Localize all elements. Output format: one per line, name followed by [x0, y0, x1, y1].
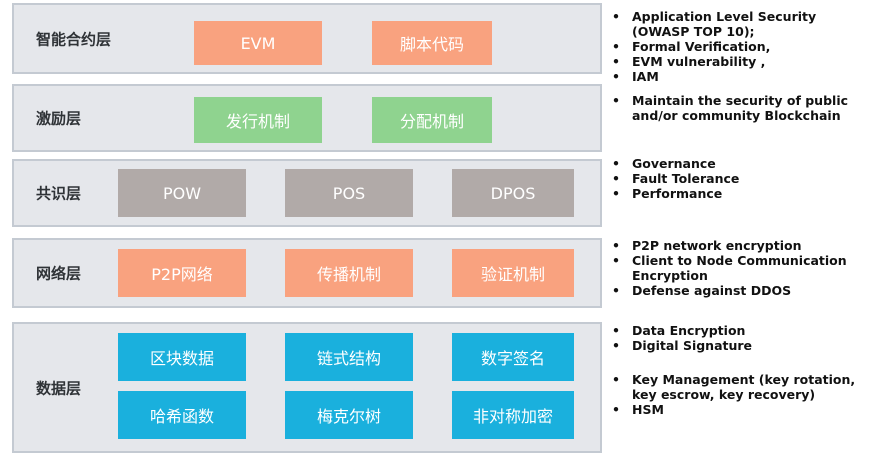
layer-label: 激励层: [36, 109, 82, 128]
component-box: P2P网络: [118, 249, 246, 297]
layer-network: 网络层 P2P网络 传播机制 验证机制: [12, 238, 602, 308]
note-item: Application Level Security(OWASP TOP 10)…: [610, 9, 816, 39]
component-box: DPOS: [452, 169, 574, 217]
note-item: Defense against DDOS: [610, 283, 847, 298]
layer-consensus: 共识层 POW POS DPOS: [12, 159, 602, 227]
note-item: Key Management (key rotation,key escrow,…: [610, 372, 855, 402]
component-box: 分配机制: [372, 97, 492, 143]
note-item: Digital Signature: [610, 338, 855, 353]
layer-data: 数据层 区块数据 链式结构 数字签名 哈希函数 梅克尔树 非对称加密: [12, 322, 602, 453]
note-item: Formal Verification,: [610, 39, 816, 54]
note-item: EVM vulnerability ,: [610, 54, 816, 69]
component-box: 区块数据: [118, 333, 246, 381]
component-box: 梅克尔树: [285, 391, 413, 439]
layer-label: 共识层: [36, 184, 82, 203]
component-box: POS: [285, 169, 413, 217]
note-item: HSM: [610, 402, 855, 417]
component-box: 发行机制: [194, 97, 322, 143]
note-item: Data Encryption: [610, 323, 855, 338]
component-box: 非对称加密: [452, 391, 574, 439]
note-item: IAM: [610, 69, 816, 84]
layer-label: 网络层: [36, 264, 82, 283]
component-box: 数字签名: [452, 333, 574, 381]
note-item: P2P network encryption: [610, 238, 847, 253]
component-box: POW: [118, 169, 246, 217]
notes-data: Data Encryption Digital Signature Key Ma…: [610, 323, 855, 417]
component-box: 脚本代码: [372, 21, 492, 65]
layer-incentive: 激励层 发行机制 分配机制: [12, 84, 602, 152]
notes-consensus: Governance Fault Tolerance Performance: [610, 156, 739, 201]
layer-label: 数据层: [36, 379, 82, 397]
layer-label: 智能合约层: [36, 30, 112, 48]
note-item: Governance: [610, 156, 739, 171]
note-item: Performance: [610, 186, 739, 201]
notes-smart-contract: Application Level Security(OWASP TOP 10)…: [610, 9, 816, 84]
notes-network: P2P network encryption Client to Node Co…: [610, 238, 847, 298]
layer-smart-contract: 智能合约层 EVM 脚本代码: [12, 3, 602, 74]
component-box: 传播机制: [285, 249, 413, 297]
component-box: EVM: [194, 21, 322, 65]
note-item: Fault Tolerance: [610, 171, 739, 186]
component-box: 链式结构: [285, 333, 413, 381]
component-box: 哈希函数: [118, 391, 246, 439]
component-box: 验证机制: [452, 249, 574, 297]
